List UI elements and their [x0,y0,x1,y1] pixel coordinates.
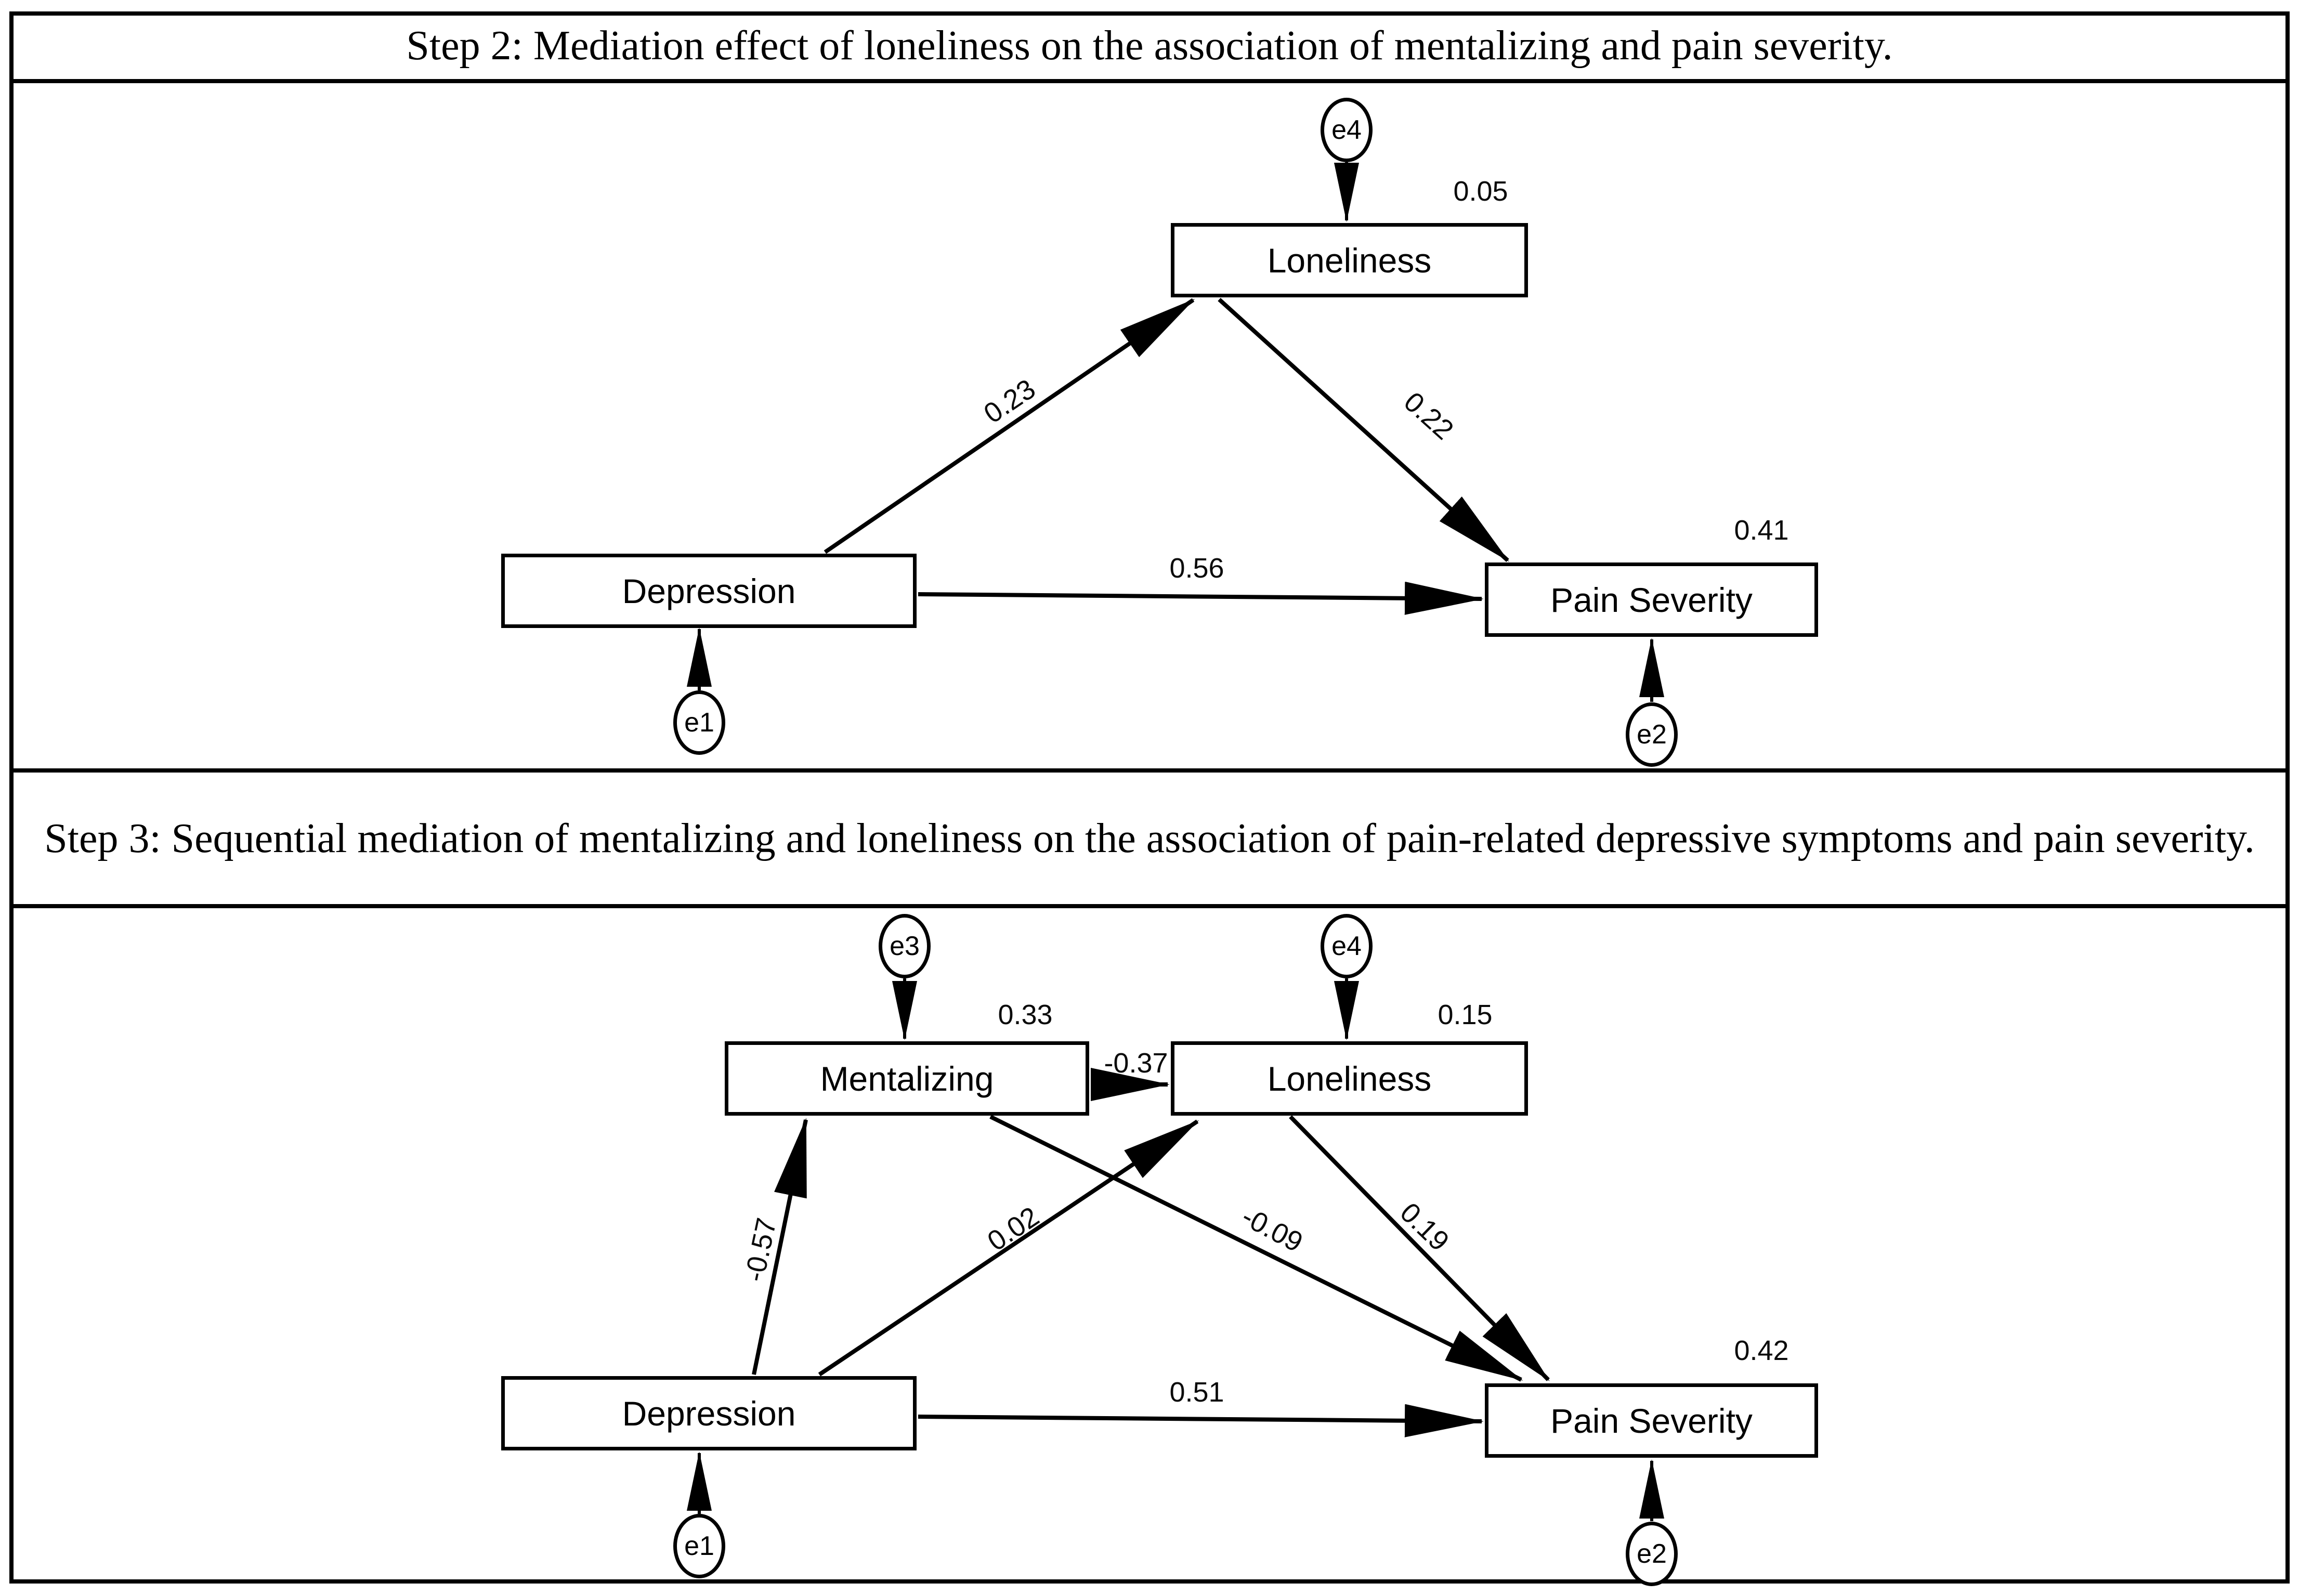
arrow-depression-to-pain-step3 [918,1404,1484,1437]
step2-title-text: Step 2: Mediation effect of loneliness o… [406,23,1893,69]
coef-mentalizing-to-loneliness-step3: -0.37 [1104,1048,1168,1079]
node-depression-step2: Depression [501,554,917,628]
error-term-e1-step2: e1 [673,690,725,755]
arrow-loneliness-to-pain-step3 [1289,1115,1550,1381]
coef-mentalizing-r2-step3: 0.33 [998,999,1053,1030]
coef-loneliness-r2-step3: 0.15 [1438,999,1493,1030]
arrow-depression-to-loneliness-step3 [818,1119,1199,1377]
section-divider-above-step3-title [9,768,2290,773]
section-divider-below-step3-title [9,904,2290,908]
step3-title: Step 3: Sequential mediation of mentaliz… [0,776,2299,902]
section-divider-below-step2-title [9,79,2290,83]
error-term-e4-step2: e4 [1321,98,1373,162]
arrow-depression-to-mentalizing-step3 [752,1118,808,1375]
coef-pain-r2-step2: 0.41 [1734,515,1789,546]
coef-pain-r2-step3: 0.42 [1734,1335,1789,1366]
node-depression-step3: Depression [501,1376,917,1450]
error-term-e2-step2: e2 [1626,702,1678,767]
arrow-loneliness-to-pain-step2 [1218,298,1509,562]
coef-depression-to-pain-step2: 0.56 [1169,553,1224,584]
arrow-mentalizing-to-pain-step3 [989,1115,1523,1382]
node-pain-severity-step3: Pain Severity [1485,1383,1818,1458]
error-term-e2-step3: e2 [1626,1522,1678,1586]
node-mentalizing-step3: Mentalizing [725,1041,1089,1116]
node-loneliness-step3: Loneliness [1171,1041,1528,1116]
coef-loneliness-r2-step2: 0.05 [1453,176,1508,207]
step3-title-text: Step 3: Sequential mediation of mentaliz… [44,816,2255,862]
step2-title: Step 2: Mediation effect of loneliness o… [0,16,2299,77]
node-loneliness-step2: Loneliness [1171,223,1528,297]
node-pain-severity-step2: Pain Severity [1485,562,1818,637]
arrow-depression-to-pain-step2 [918,581,1484,615]
error-term-e1-step3: e1 [673,1514,725,1578]
coef-depression-to-pain-step3: 0.51 [1169,1377,1224,1408]
error-term-e3-step3: e3 [879,914,931,978]
error-term-e4-step3: e4 [1321,914,1373,978]
arrow-depression-to-loneliness-step2 [824,298,1195,554]
